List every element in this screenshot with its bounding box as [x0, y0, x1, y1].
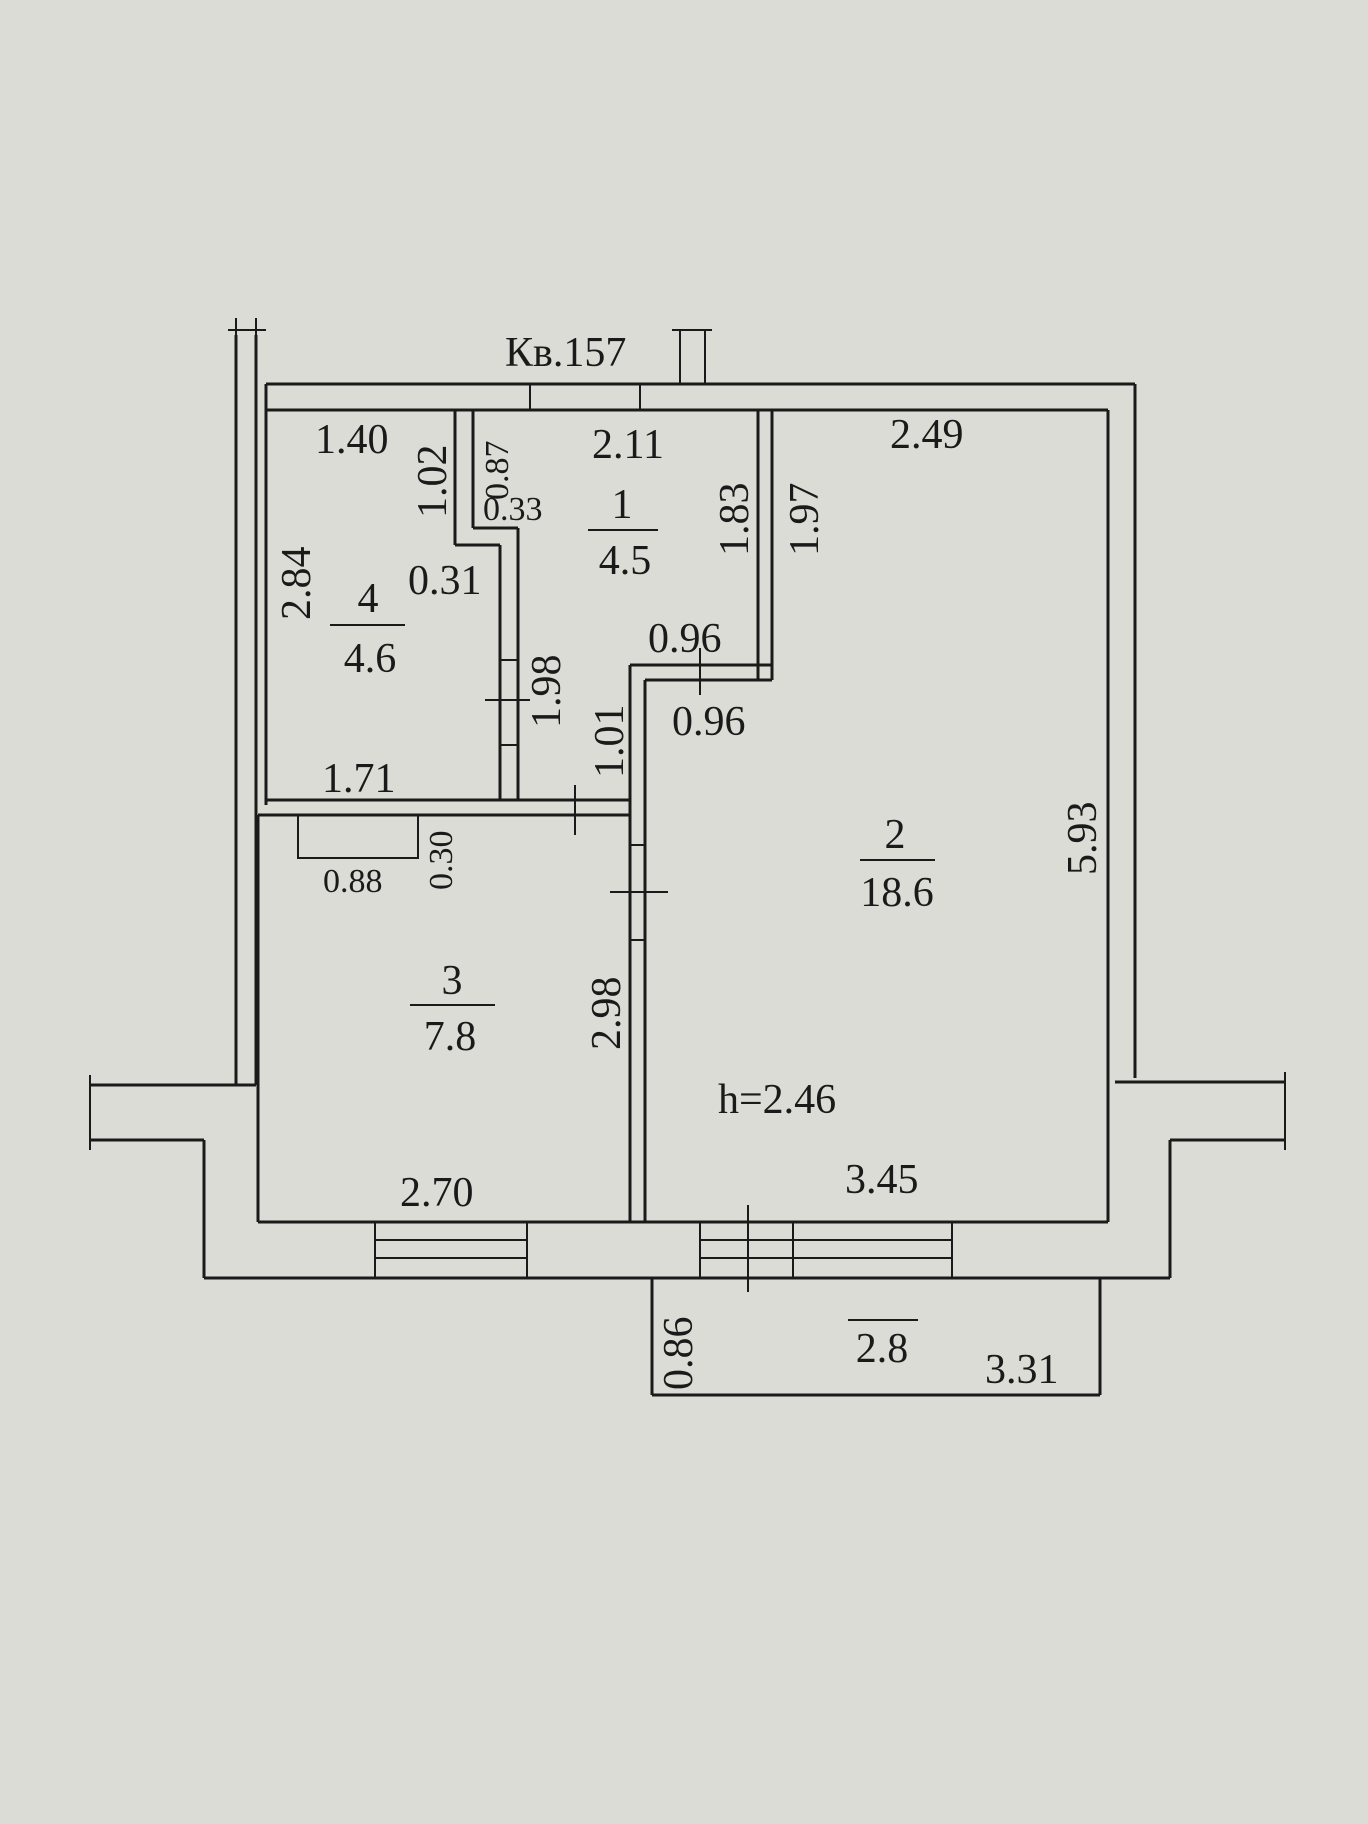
dim-label: 0.30	[423, 831, 460, 891]
dim-label: 3.45	[845, 1157, 919, 1203]
dim-label: 0.96	[672, 699, 746, 745]
room-3-label: 3 7.8	[424, 958, 477, 1060]
room-area: 18.6	[860, 870, 934, 916]
room-area: 4.5	[599, 538, 652, 584]
dim-label: 0.31	[408, 558, 482, 604]
dim-label: 5.93	[1060, 802, 1106, 876]
dim-label: 0.87	[479, 441, 516, 501]
dim-label: 1.97	[782, 483, 828, 557]
room-number: 1	[612, 482, 633, 528]
windows	[374, 384, 953, 1292]
partitions	[258, 410, 935, 1321]
room-2-label: 2 18.6	[860, 812, 934, 916]
dim-label: 2.98	[584, 977, 630, 1051]
room-area: 4.6	[344, 636, 397, 682]
room-1-label: 1 4.5	[599, 482, 652, 584]
dim-label: 0.96	[648, 616, 722, 662]
dim-label: 0.86	[656, 1317, 702, 1391]
dim-label: 1.01	[587, 705, 633, 779]
dim-label: 1.71	[322, 756, 396, 802]
dim-label: 2.70	[400, 1170, 474, 1216]
dim-label: 0.33	[483, 491, 543, 528]
dim-label: 1.02	[410, 445, 456, 519]
dim-label: 0.88	[323, 863, 383, 900]
room-area: 7.8	[424, 1014, 477, 1060]
dim-label: 1.83	[712, 483, 758, 557]
room-number: 3	[442, 958, 463, 1004]
dim-label: 2.11	[592, 422, 664, 468]
room-number: 4	[358, 576, 379, 622]
exterior-walls	[89, 318, 1286, 1397]
room-4-label: 4 4.6	[344, 576, 397, 682]
dim-label: 1.98	[524, 655, 570, 729]
apartment-title: Кв.157	[505, 330, 626, 376]
balcony-area: 2.8	[856, 1326, 909, 1372]
ceiling-height: h=2.46	[718, 1077, 836, 1123]
dim-label: 2.49	[890, 412, 964, 458]
dim-label: 2.84	[274, 547, 320, 621]
dim-label: 3.31	[985, 1347, 1059, 1393]
dim-label: 1.40	[315, 417, 389, 463]
room-number: 2	[885, 812, 906, 858]
